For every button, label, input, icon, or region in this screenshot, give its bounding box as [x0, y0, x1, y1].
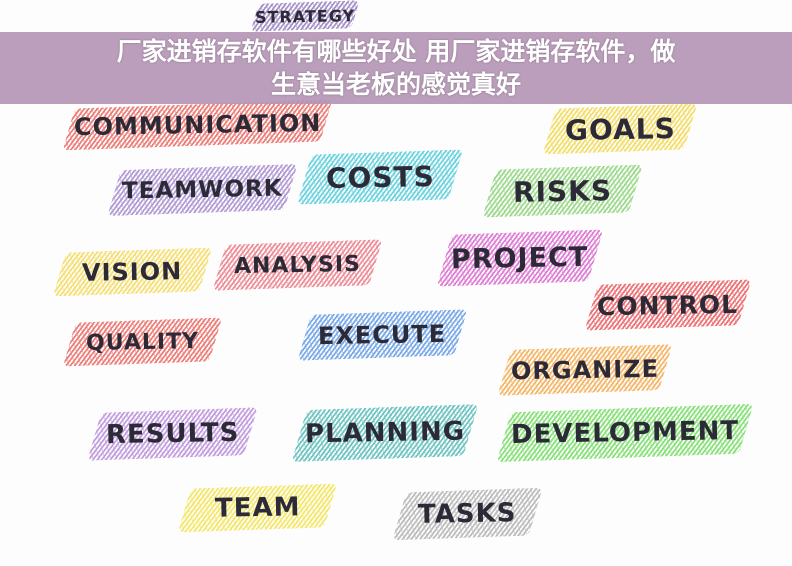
word-results: RESULTS: [87, 407, 258, 461]
word-communication: COMMUNICATION: [62, 99, 333, 151]
word-vision: VISION: [52, 247, 213, 297]
word-quality: QUALITY: [62, 317, 223, 367]
word-tasks: TASKS: [392, 487, 543, 541]
word-project: PROJECT: [436, 229, 604, 287]
word-development: DEVELOPMENT: [496, 403, 754, 463]
word-organize: ORGANIZE: [497, 344, 673, 396]
word-execute: EXECUTE: [297, 309, 468, 361]
title-line-2: 生意当老板的感觉真好: [270, 70, 521, 99]
word-planning: PLANNING: [291, 404, 479, 462]
word-strategy: STRATEGY: [250, 0, 360, 32]
word-costs: COSTS: [296, 149, 464, 205]
word-control: CONTROL: [584, 279, 752, 331]
word-analysis: ANALYSIS: [212, 239, 383, 291]
word-teamwork: TEAMWORK: [107, 163, 298, 217]
title-line-1: 厂家进销存软件有哪些好处 用厂家进销存软件，做: [116, 37, 676, 66]
word-risks: RISKS: [482, 164, 643, 218]
word-goals: GOALS: [542, 103, 698, 155]
word-team: TEAM: [177, 483, 338, 533]
title-banner: 厂家进销存软件有哪些好处 用厂家进销存软件，做 生意当老板的感觉真好: [0, 32, 792, 104]
